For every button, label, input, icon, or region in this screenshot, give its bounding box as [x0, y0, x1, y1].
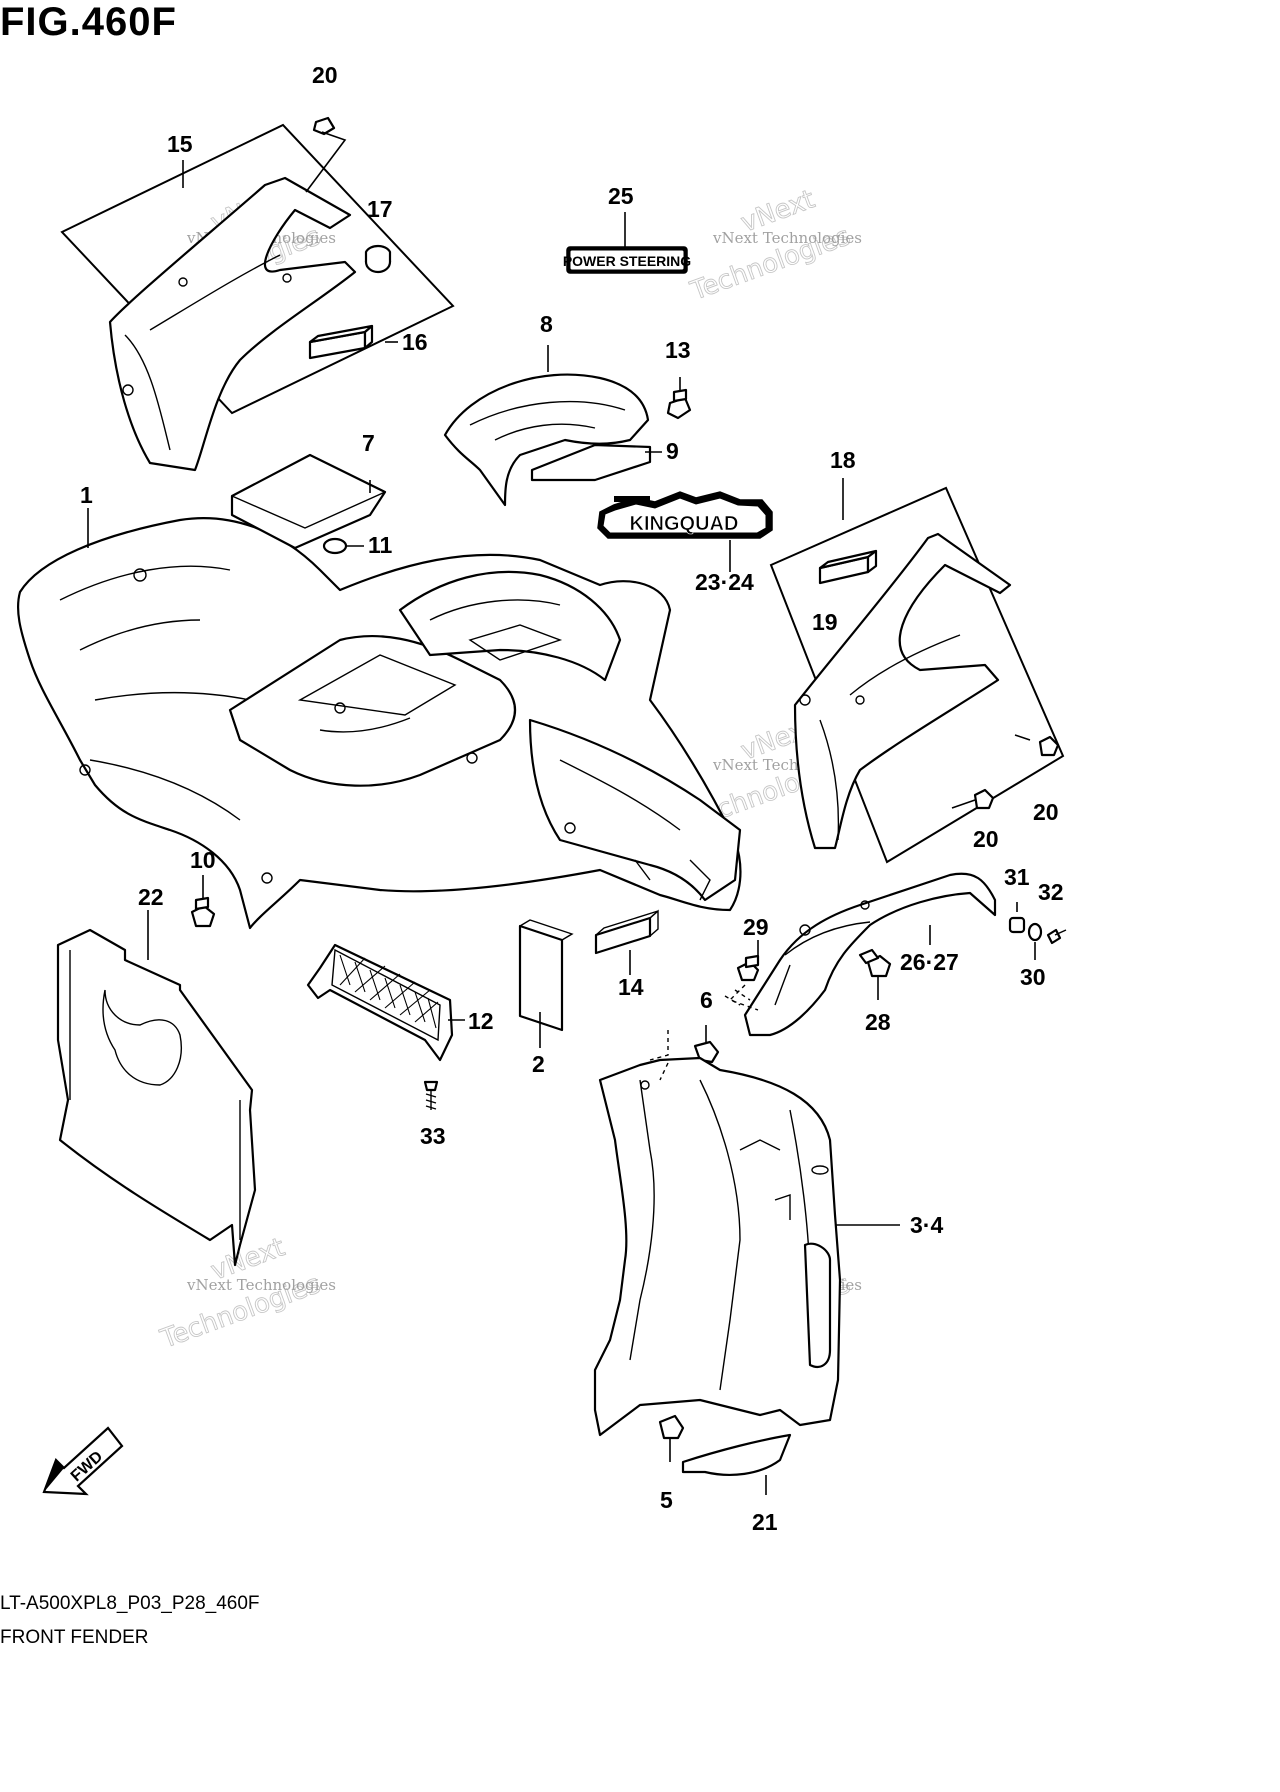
part-10-bolt [190, 875, 216, 928]
part-26-27-guard [724, 872, 997, 1037]
callout-7: 7 [362, 430, 375, 456]
svg-text:POWER STEERING: POWER STEERING [563, 253, 691, 269]
part-21-strip [681, 1433, 792, 1495]
figure-code: LT-A500XPL8_P03_P28_460F [0, 1593, 260, 1614]
part-11-grommet [322, 537, 364, 555]
figure-name: FRONT FENDER [0, 1627, 149, 1648]
callout-18: 18 [830, 447, 856, 473]
callout-29: 29 [743, 914, 769, 940]
part-29-bolt [728, 940, 760, 1011]
part-13-bolt [666, 377, 692, 420]
part-28-bolt [858, 948, 892, 1000]
fwd-arrow-icon: FWD [42, 1426, 124, 1496]
svg-text:vNext Technologies: vNext Technologies [712, 229, 862, 247]
callout-12: 12 [468, 1008, 494, 1034]
callout-26-27: 26·27 [900, 949, 959, 975]
part-8-cover [443, 345, 650, 507]
inset-box-left [60, 116, 455, 472]
callout-9: 9 [666, 438, 679, 464]
callout-23-24: 23·24 [695, 569, 754, 595]
callout-13: 13 [665, 337, 691, 363]
front-fender-main [16, 517, 742, 930]
part-3-4-mud-flap [593, 1030, 900, 1437]
callout-19: 19 [812, 609, 838, 635]
callout-6: 6 [700, 987, 713, 1013]
callout-28: 28 [865, 1009, 891, 1035]
callout-8: 8 [540, 311, 553, 337]
callout-10: 10 [190, 847, 216, 873]
leader-lines [87, 160, 844, 548]
part-5-bolt [658, 1414, 685, 1462]
callout-16: 16 [402, 329, 428, 355]
watermark-top-right: vNext Technologies vNext Technologies [686, 184, 862, 307]
callout-20-right: 20 [1033, 799, 1059, 825]
part-9-pad [530, 443, 662, 482]
part-22-panel [56, 910, 257, 1267]
callout-25: 25 [608, 183, 634, 209]
inset-box-right [769, 486, 1065, 864]
callout-30: 30 [1020, 964, 1046, 990]
part-7-lid [230, 453, 387, 550]
callout-20-mid: 20 [973, 826, 999, 852]
callout-3-4: 3·4 [910, 1212, 943, 1238]
callout-22: 22 [138, 884, 164, 910]
callout-15: 15 [167, 131, 193, 157]
callout-31: 31 [1004, 864, 1030, 890]
part-2-pad [518, 919, 574, 1048]
part-14-pad [594, 909, 659, 975]
watermark-bottom-left: vNext Technologies vNext Technologies [156, 1232, 336, 1355]
callout-2: 2 [532, 1051, 545, 1077]
decal-kingquad: KINGQUAD [597, 491, 773, 572]
callout-labels: 20 15 17 16 25 8 13 9 7 1 11 23·24 18 19… [80, 62, 1064, 1535]
callout-11: 11 [368, 532, 393, 558]
part-33-screw [423, 1080, 439, 1110]
callout-1: 1 [80, 482, 93, 508]
parts-30-31-32-fasteners [1008, 902, 1067, 960]
callout-5: 5 [660, 1487, 673, 1513]
callout-17: 17 [367, 196, 393, 222]
svg-text:KINGQUAD: KINGQUAD [630, 513, 739, 535]
callout-14: 14 [618, 974, 644, 1000]
part-6-bolt [693, 1025, 720, 1064]
callout-21: 21 [752, 1509, 778, 1535]
decal-power-steering: POWER STEERING [563, 212, 691, 274]
callout-32: 32 [1038, 879, 1064, 905]
svg-text:vNext Technologies: vNext Technologies [186, 1276, 336, 1294]
part-12-grille [306, 943, 465, 1062]
callout-20: 20 [312, 62, 338, 88]
callout-33: 33 [420, 1123, 446, 1149]
figure-title: FIG.460F [0, 0, 177, 44]
